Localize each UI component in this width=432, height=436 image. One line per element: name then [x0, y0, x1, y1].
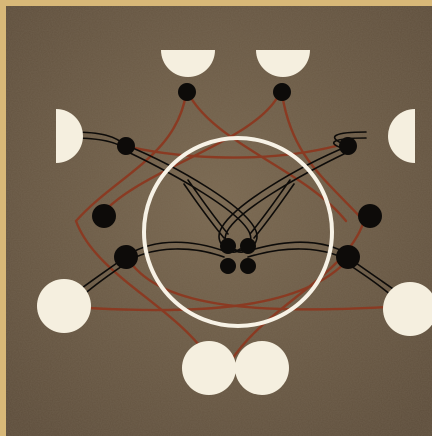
full-disc-bottom-left[interactable]	[182, 341, 236, 395]
game-board	[6, 6, 432, 436]
full-disc-bottom-right[interactable]	[235, 341, 289, 395]
peg-center-3[interactable]	[220, 258, 236, 274]
peg-center-1[interactable]	[220, 238, 236, 254]
peg-center-4[interactable]	[240, 258, 256, 274]
peg-mid-right[interactable]	[358, 204, 382, 228]
peg-upper-left[interactable]	[117, 137, 135, 155]
peg-center-2[interactable]	[240, 238, 256, 254]
peg-top-right[interactable]	[273, 83, 291, 101]
peg-mid-left[interactable]	[92, 204, 116, 228]
peg-top-left[interactable]	[178, 83, 196, 101]
peg-lower-right[interactable]	[336, 245, 360, 269]
full-disc-left[interactable]	[37, 279, 91, 333]
peg-lower-left[interactable]	[114, 245, 138, 269]
peg-upper-right[interactable]	[339, 137, 357, 155]
